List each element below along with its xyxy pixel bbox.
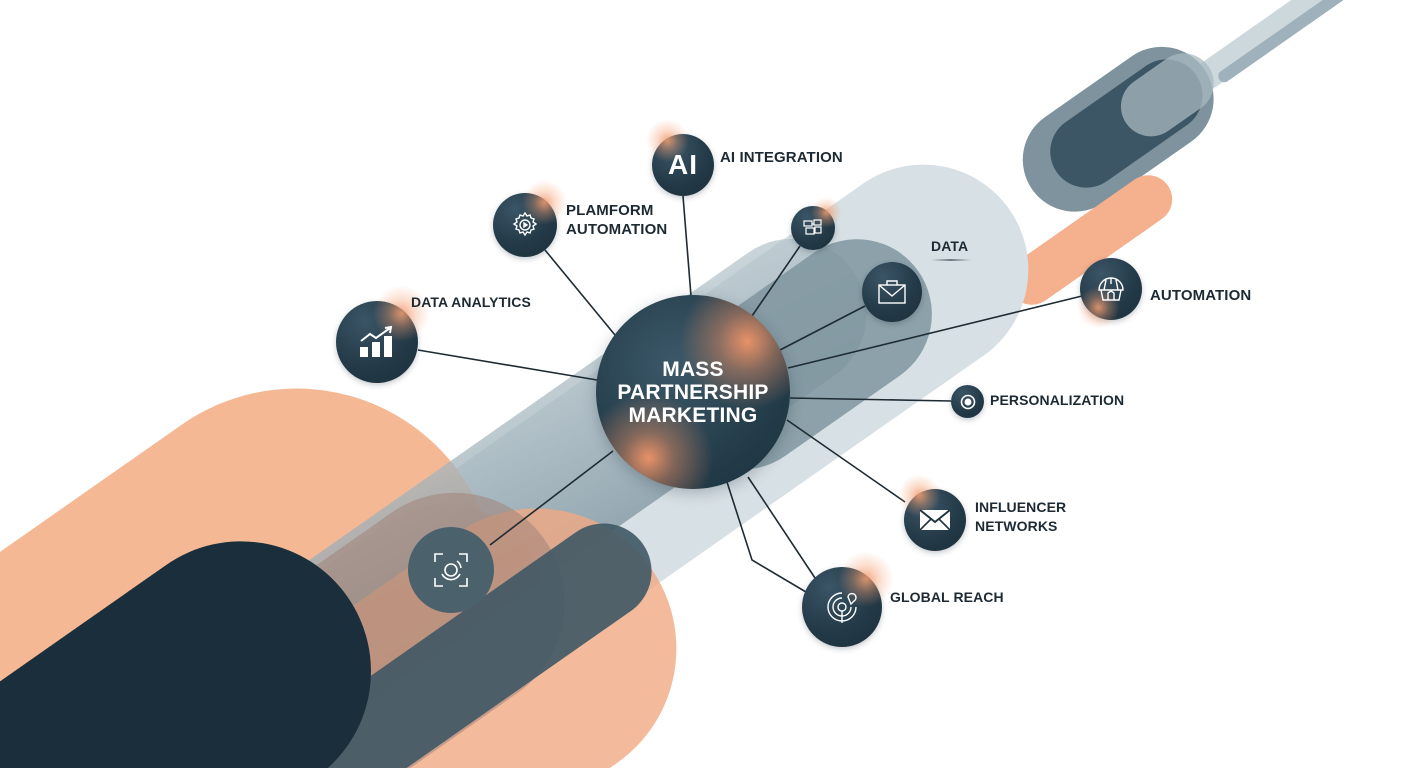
node-data[interactable]	[862, 262, 922, 322]
bar-chart-trend-icon	[360, 325, 393, 357]
label-data: DATA	[931, 238, 969, 254]
label-automation: AUTOMATION	[1150, 287, 1252, 304]
robot-dome-icon	[1098, 277, 1124, 301]
ai-text-icon: AI	[668, 149, 698, 180]
node-data-blocks[interactable]	[791, 197, 842, 250]
connector-lines	[417, 195, 1083, 593]
node-data-analytics[interactable]	[336, 284, 431, 383]
target-ring-icon	[960, 394, 975, 409]
node-camera-scan[interactable]	[408, 527, 494, 613]
label-influencer-networks: INFLUENCER NETWORKS	[975, 499, 1067, 534]
node-ai-integration[interactable]: AI	[645, 118, 714, 196]
node-personalization[interactable]	[951, 385, 984, 418]
node-influencer-networks[interactable]	[897, 473, 966, 551]
hub-title: MASS PARTNERSHIP MARKETING	[617, 357, 769, 427]
node-automation[interactable]	[1076, 258, 1142, 330]
label-data-analytics: DATA ANALYTICS	[411, 294, 531, 310]
node-global-reach[interactable]	[802, 551, 894, 647]
globe-signal-icon	[827, 592, 857, 623]
label-platform-automation: PLAMFORM AUTOMATION	[566, 202, 668, 238]
envelope-case-icon	[878, 280, 906, 304]
node-platform-automation[interactable]	[493, 180, 567, 257]
data-underline	[931, 259, 971, 261]
label-personalization: PERSONALIZATION	[990, 392, 1125, 408]
label-ai-integration: AI INTEGRATION	[720, 149, 843, 166]
envelope-icon	[919, 509, 951, 531]
gear-icon	[512, 211, 538, 237]
camera-scan-icon	[434, 553, 468, 587]
label-global-reach: GLOBAL REACH	[890, 589, 1004, 605]
hub-mass-partnership-marketing[interactable]: MASS PARTNERSHIP MARKETING	[596, 295, 790, 489]
data-blocks-icon	[803, 219, 822, 235]
